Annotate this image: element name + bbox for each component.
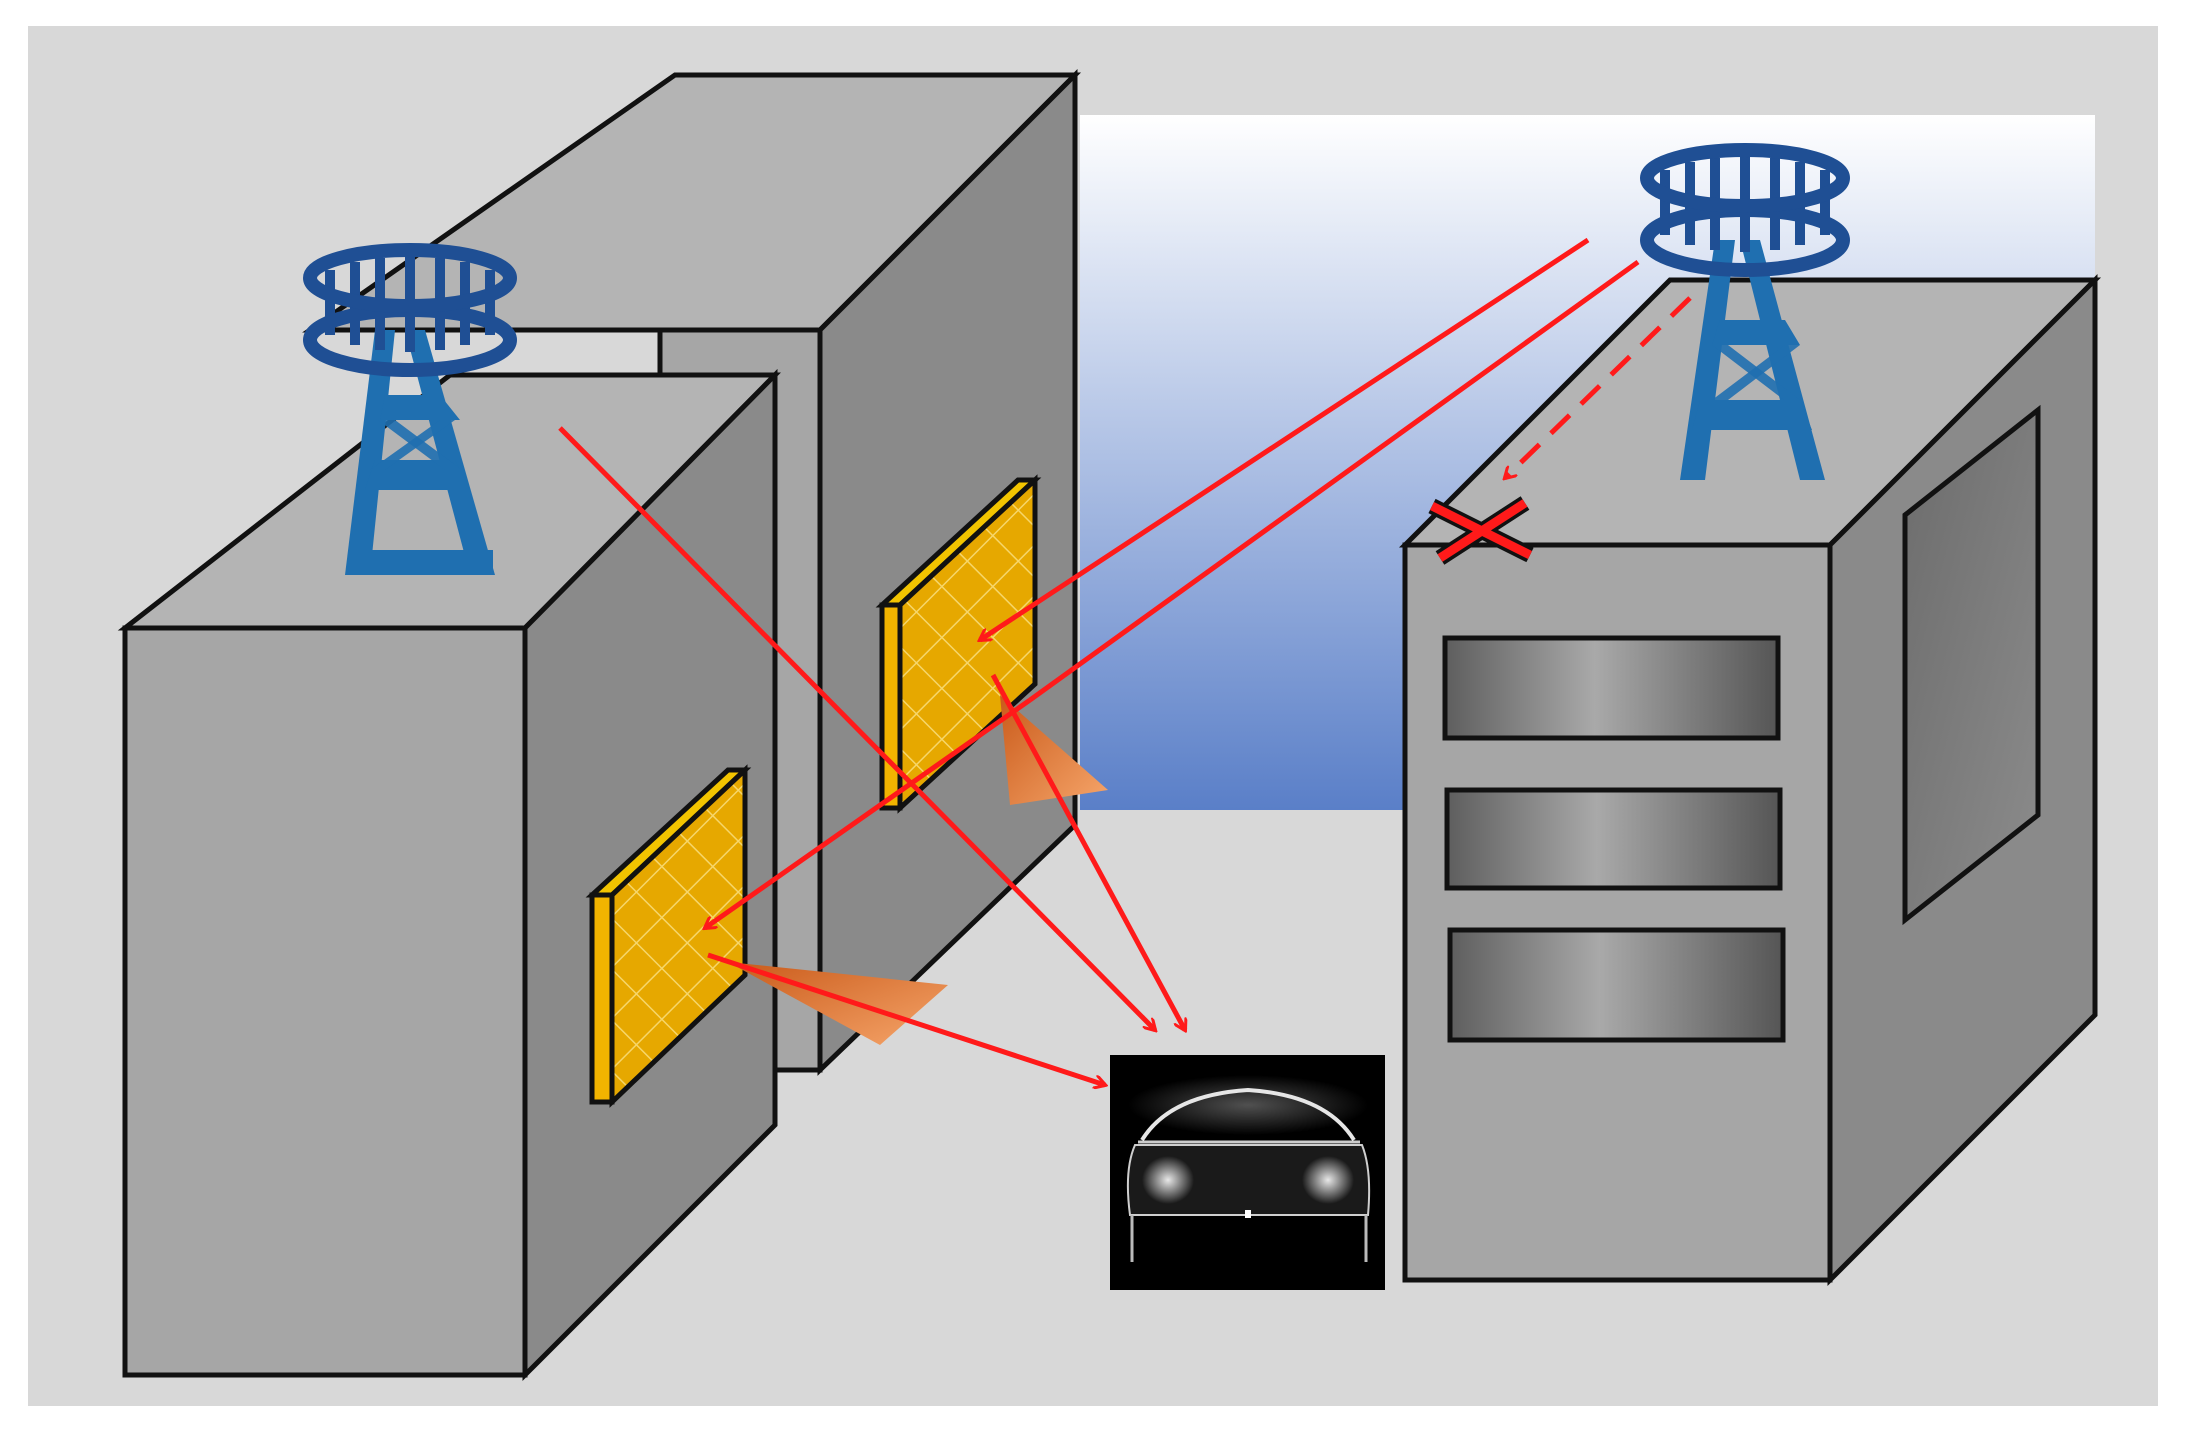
side-window <box>1902 404 2041 926</box>
x-mark-icon <box>1428 496 1534 565</box>
beam-cone <box>1000 695 1108 805</box>
signal-ray <box>980 237 1590 640</box>
window <box>1444 787 1783 891</box>
reflecting-surface <box>875 474 1042 814</box>
antenna-ring-icon <box>1640 143 1850 277</box>
signal-ray <box>558 426 1155 1030</box>
beam-cone <box>728 962 948 1045</box>
signal-ray <box>707 952 1105 1085</box>
window <box>1447 927 1786 1043</box>
signal-ray <box>705 697 1032 928</box>
base-station-icon <box>1640 143 1850 480</box>
blocked-signal-ray <box>1505 296 1692 478</box>
car-icon <box>1110 1055 1385 1290</box>
antenna-ring-icon <box>303 243 517 377</box>
window <box>1442 635 1781 741</box>
signal-paths <box>558 237 1692 1085</box>
tower-icon <box>345 330 495 575</box>
signal-ray <box>1028 259 1640 703</box>
reflecting-surface <box>585 764 752 1108</box>
signal-ray <box>990 673 1185 1030</box>
tower-icon <box>1680 240 1825 480</box>
base-station-icon <box>303 243 517 575</box>
